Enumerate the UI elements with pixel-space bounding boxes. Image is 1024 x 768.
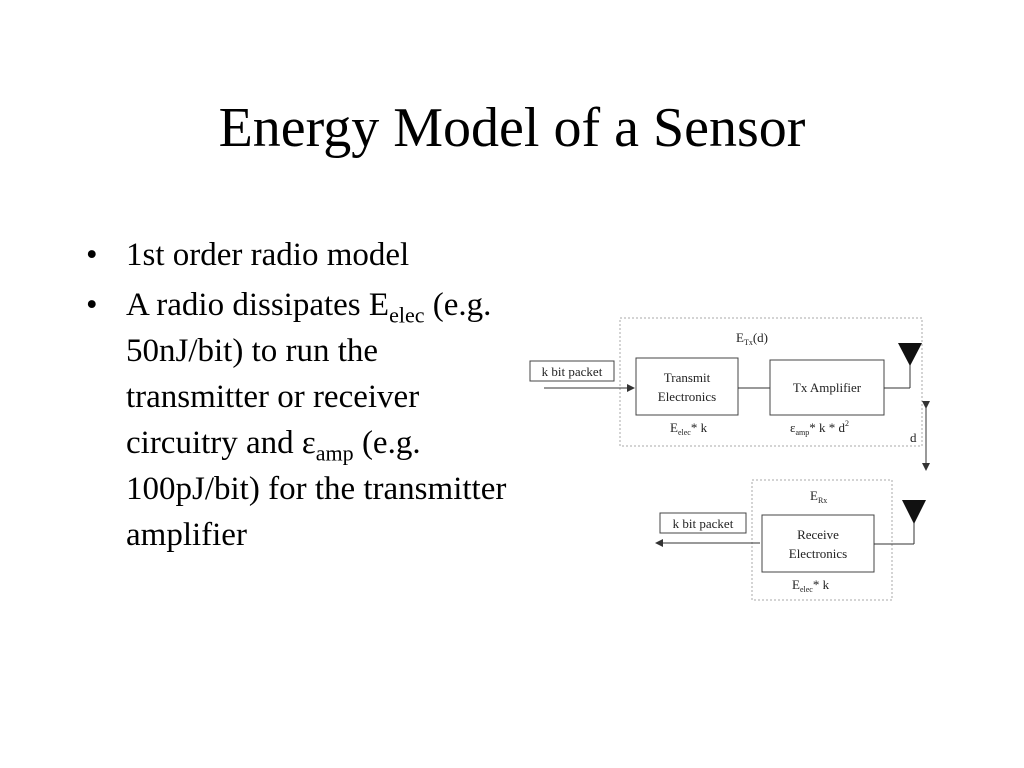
subscript-amp: amp (315, 440, 354, 466)
radio-model-diagram: ETx(d) k bit packet Transmit Electronics… (529, 317, 930, 601)
bullet-marker: • (86, 237, 98, 273)
bullet-list: • 1st order radio model • A radio dissip… (82, 232, 512, 562)
tx-amplifier-label: Tx Amplifier (793, 380, 862, 395)
bullet-item-dissipation: • A radio dissipates Eelec (e.g. 50nJ/bi… (82, 282, 512, 558)
receive-electronics-box (761, 514, 875, 573)
bullet-text-part: (e.g. 100pJ/bit) for the transmitter amp… (126, 425, 507, 553)
rx-antenna-icon (902, 500, 926, 524)
amp-cost: εamp* k * d2 (790, 419, 849, 437)
tx-elec-cost: Eelec* k (670, 420, 708, 437)
bullet-text: 1st order radio model (126, 237, 410, 273)
transmit-label-line1: Transmit (664, 370, 711, 385)
distance-label: d (910, 430, 917, 445)
tx-packet-box (529, 360, 615, 382)
transmit-label-line2: Electronics (658, 389, 716, 404)
receive-label-line2: Electronics (789, 546, 847, 561)
tx-packet-label: k bit packet (542, 364, 603, 379)
rx-elec-cost: Eelec* k (792, 577, 830, 594)
bullet-item-radio-model: • 1st order radio model (82, 232, 512, 278)
transmit-electronics-box (635, 357, 739, 416)
tx-amplifier-box (769, 359, 885, 416)
rx-packet-label: k bit packet (673, 516, 734, 531)
receive-label-line1: Receive (797, 527, 839, 542)
rx-energy-label: ERx (810, 488, 827, 505)
subscript-elec: elec (389, 302, 425, 328)
rx-packet-box (659, 512, 747, 534)
slide-title: Energy Model of a Sensor (218, 97, 806, 159)
bullet-marker: • (86, 287, 98, 323)
bullet-text-part: (e.g. 50nJ/bit) to run the transmitter o… (126, 287, 492, 461)
tx-antenna-icon (898, 343, 922, 366)
transmitter-region (619, 317, 923, 447)
bullet-text-part: A radio dissipates E (126, 287, 390, 323)
receiver-region (751, 479, 893, 601)
tx-energy-label: ETx(d) (736, 330, 768, 347)
